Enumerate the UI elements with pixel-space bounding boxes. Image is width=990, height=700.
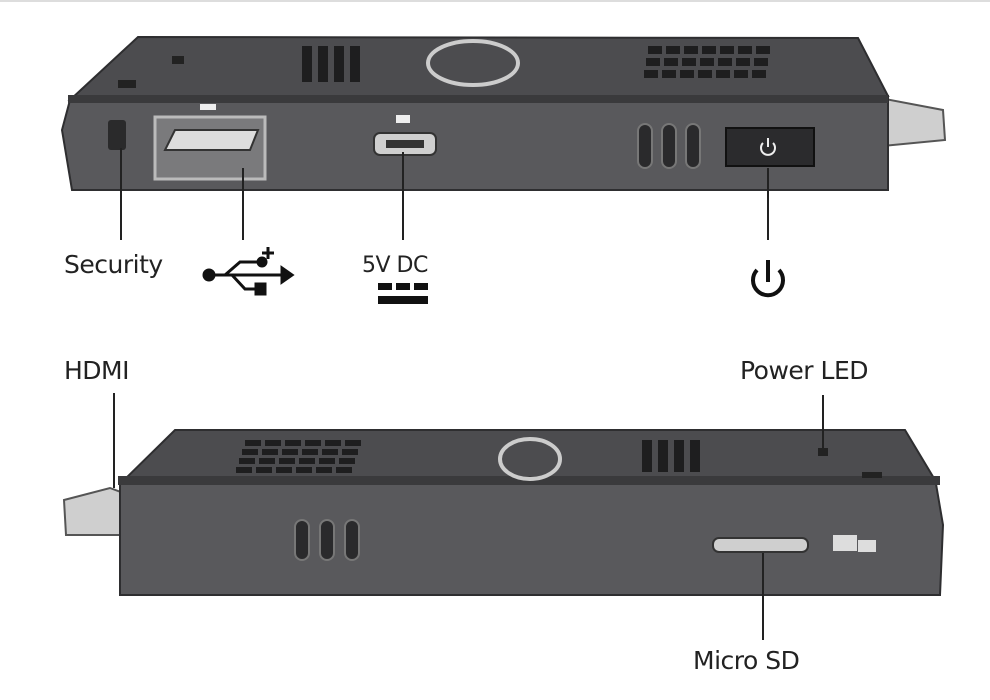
vent-slot [299,458,315,464]
vent-top-right [644,46,770,78]
leader-lines-top [120,148,769,240]
vent-slot [325,440,341,446]
vent-slot [738,46,752,54]
vent-slot [236,467,252,473]
vent-slot [700,58,714,66]
vent-slot [256,467,272,473]
vent-slot [285,440,301,446]
security-slot [108,120,126,150]
vent-slot [305,440,321,446]
vent-slot [736,58,750,66]
vent-slot [734,70,748,78]
vent-slot [262,449,278,455]
vent-slot [345,440,361,446]
vent-slot [282,449,298,455]
vent-slot [680,70,694,78]
vent-slot [259,458,275,464]
security-label: Security [64,250,163,279]
hdmi-connector-right [878,96,947,148]
vent-slot [279,458,295,464]
intel-logo [426,39,520,87]
micro-sd-slot [712,537,809,553]
vent-slot [682,58,696,66]
vent-bottom-right [642,440,700,472]
vent-slot [302,449,318,455]
usb-icon [202,247,295,296]
vent-slot [239,458,255,464]
vent-slot [242,449,258,455]
dc-power-icon [378,283,428,304]
vent-slot [245,440,261,446]
power-led [818,448,828,456]
vent-slot [754,58,768,66]
vent-slot [648,46,662,54]
device-side-view-top [60,35,947,304]
hdmi-connector-left [62,486,127,536]
vent-slot [322,449,338,455]
intel-logo [498,437,562,481]
vent-slot [664,58,678,66]
power-button [725,127,815,167]
divider [0,0,990,2]
vent-slot [756,46,770,54]
hdmi-label: HDMI [64,356,130,385]
vent-slot [702,46,716,54]
vent-slot [720,46,734,54]
vent-slot [339,458,355,464]
vent-slot [718,58,732,66]
vent-slot [666,46,680,54]
power-led-label: Power LED [740,356,869,385]
vent-slot [662,70,676,78]
vent-slot [752,70,766,78]
vent-slot [276,467,292,473]
vent-slot [684,46,698,54]
front-face [119,476,945,596]
vent-slot [644,70,658,78]
power-icon [751,260,785,298]
vent-top-left [302,46,360,82]
vent-slot [342,449,358,455]
vent-slot [336,467,352,473]
vent-slot [319,458,335,464]
leader-lines-bottom [113,393,824,640]
vent-slot [716,70,730,78]
micro-sd-logo [833,535,876,552]
vent-slot [296,467,312,473]
vent-slot [646,58,660,66]
vent-slot [316,467,332,473]
dc-power-label: 5V DC [362,253,428,278]
vent-bottom-left [236,440,361,473]
vent-slot [265,440,281,446]
micro-sd-label: Micro SD [693,646,800,675]
device-side-view-bottom [62,393,945,640]
vent-slot [698,70,712,78]
